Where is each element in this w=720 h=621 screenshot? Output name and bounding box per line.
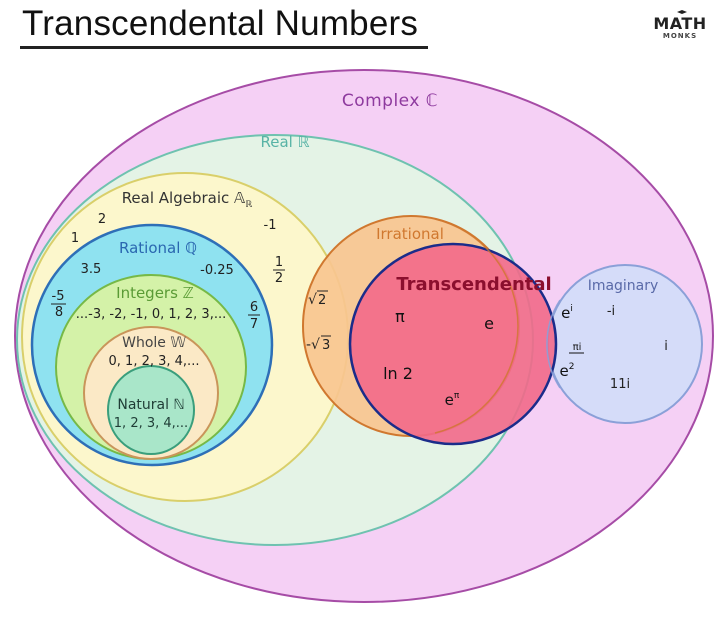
label-real-algebraic-main: Real Algebraic 𝔸: [122, 189, 245, 207]
set-transcendental: [348, 242, 558, 446]
set-natural: [107, 365, 195, 455]
natural-members: 1, 2, 3, 4,...: [114, 416, 188, 431]
fraction-denominator: 2: [275, 271, 283, 286]
logo-wordmark: MATH: [653, 14, 707, 33]
radicand: 3: [322, 338, 330, 353]
label-transcendental: Transcendental: [396, 274, 551, 295]
fraction-denominator: 7: [250, 317, 258, 332]
fraction-denominator: 8: [55, 305, 63, 320]
example-six-sevenths: 6 7: [248, 300, 260, 332]
fraction-numerator: 1: [275, 255, 283, 270]
example-neg-1: -1: [264, 218, 277, 233]
label-whole: Whole 𝕎: [122, 335, 186, 351]
title-underline: [20, 46, 428, 49]
math-monks-logo: MATH MONKS: [650, 10, 710, 41]
example-sqrt-2: √ 2: [308, 290, 328, 308]
label-real-algebraic: Real Algebraic 𝔸ℝ: [122, 189, 253, 210]
fraction-numerator: 6: [250, 300, 258, 315]
example-e: e: [484, 314, 494, 333]
example-ln-2: ln 2: [383, 364, 413, 383]
imaginary-overlap-arc: [546, 299, 561, 389]
example-neg-sqrt-3: -√ 3: [306, 335, 331, 353]
example-neg-0-25: -0.25: [200, 263, 234, 278]
example-e-to-i: ei: [561, 304, 573, 322]
example-3-5: 3.5: [81, 262, 102, 277]
label-real-algebraic-subscript: ℝ: [245, 200, 253, 210]
sqrt-symbol: -√: [306, 337, 320, 353]
example-2: 2: [98, 212, 106, 227]
example-i: i: [664, 339, 668, 354]
exponent-numerator: πi: [573, 342, 582, 353]
example-1: 1: [71, 231, 79, 246]
example-11i: 11i: [610, 377, 630, 392]
integers-members: ...-3, -2, -1, 0, 1, 2, 3,...: [76, 307, 226, 322]
label-integers: Integers ℤ: [116, 284, 194, 302]
example-neg-five-eighths: -5 8: [51, 289, 66, 320]
example-one-half: 1 2: [273, 255, 285, 286]
example-neg-i: -i: [607, 304, 615, 319]
label-real: Real ℝ: [261, 133, 310, 151]
logo-subtitle: MONKS: [662, 32, 698, 40]
label-irrational: Irrational: [376, 225, 444, 243]
label-imaginary: Imaginary: [588, 278, 659, 294]
example-pi: π: [395, 307, 405, 326]
label-complex: Complex ℂ: [342, 91, 438, 111]
page-title: Transcendental Numbers: [22, 4, 419, 43]
irrational-overlap-arc: [434, 218, 519, 434]
radicand: 2: [318, 293, 326, 308]
label-natural: Natural ℕ: [117, 397, 184, 413]
label-rational: Rational ℚ: [119, 239, 197, 257]
fraction-numerator: -5: [52, 289, 65, 304]
whole-members: 0, 1, 2, 3, 4,...: [109, 354, 200, 369]
graduation-cap-icon: [677, 10, 687, 14]
sqrt-symbol: √: [308, 292, 317, 308]
